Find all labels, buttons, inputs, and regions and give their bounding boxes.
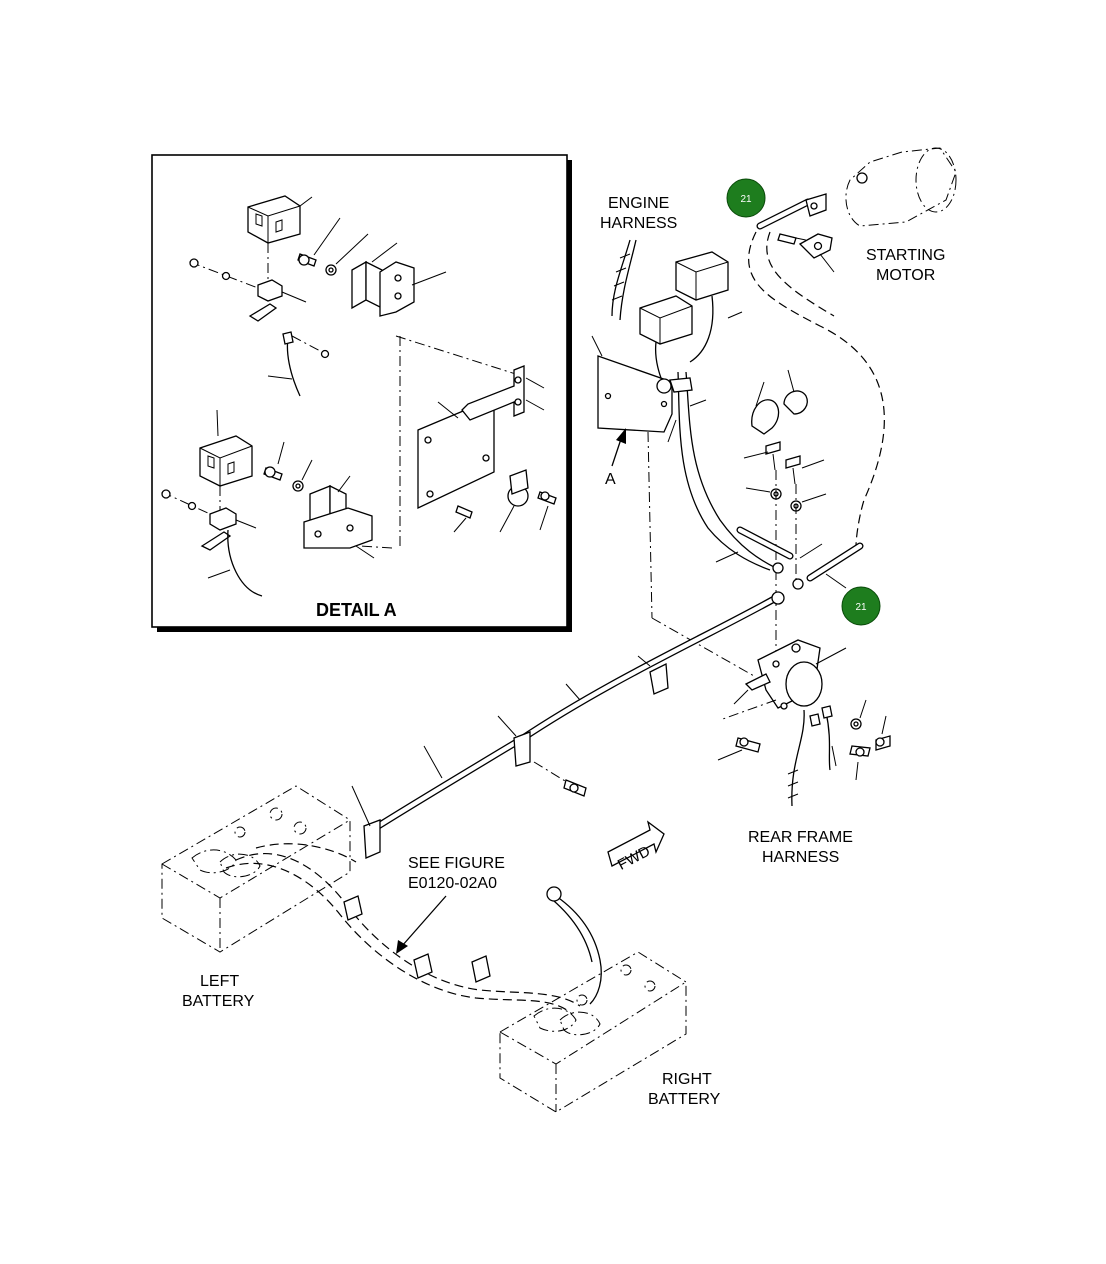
callout-21-top-circle (726, 178, 766, 218)
battery-cables (225, 843, 602, 1015)
callout-21-top[interactable]: 21 (726, 178, 766, 218)
starting-motor-label-line1: STARTING (866, 247, 945, 264)
see-figure-label-line2: E0120-02A0 (408, 875, 497, 892)
engine-harness-assembly: A (591, 239, 777, 677)
left-battery-label-line2: BATTERY (182, 993, 255, 1010)
main-battery-cable (351, 591, 785, 859)
see-figure-label-line1: SEE FIGURE (408, 855, 505, 872)
engine-harness-label: ENGINE HARNESS (600, 195, 677, 232)
starting-motor-label-line2: MOTOR (876, 267, 935, 284)
detail-a-inset: DETAIL A (151, 154, 572, 632)
callout-21-bottom[interactable]: 21 (841, 586, 881, 626)
solenoid (717, 639, 891, 807)
see-figure-label: SEE FIGURE E0120-02A0 (408, 855, 505, 892)
detail-upper-hardware (297, 217, 447, 317)
detail-upper-relay (189, 195, 330, 397)
starting-motor-label: STARTING MOTOR (866, 247, 945, 284)
rear-frame-harness-label: REAR FRAME HARNESS (748, 829, 853, 866)
detail-mounting-plate (359, 335, 557, 549)
left-battery-label: LEFT BATTERY (182, 973, 255, 1010)
detail-lower-hardware (263, 441, 375, 559)
rear-frame-harness-label-line2: HARNESS (762, 849, 839, 866)
center-hardware (715, 369, 864, 652)
callout-21-top-number: 21 (740, 194, 752, 205)
arrow-a-label: A (605, 471, 616, 488)
detail-a-title: DETAIL A (316, 600, 397, 620)
callout-21-bottom-circle (841, 586, 881, 626)
detail-lower-relay (161, 409, 263, 597)
starting-motor (748, 147, 957, 547)
right-battery-label-line1: RIGHT (662, 1071, 712, 1088)
rear-frame-harness-label-line1: REAR FRAME (748, 829, 853, 846)
engine-harness-label-line1: ENGINE (608, 195, 669, 212)
right-battery-label: RIGHT BATTERY (648, 1071, 721, 1108)
fwd-arrow: FWD (607, 820, 665, 874)
right-battery-label-line2: BATTERY (648, 1091, 721, 1108)
engine-harness-label-line2: HARNESS (600, 215, 677, 232)
left-battery (161, 785, 351, 953)
left-battery-label-line1: LEFT (200, 973, 239, 990)
callout-21-bottom-number: 21 (855, 602, 867, 613)
right-battery (499, 951, 687, 1113)
